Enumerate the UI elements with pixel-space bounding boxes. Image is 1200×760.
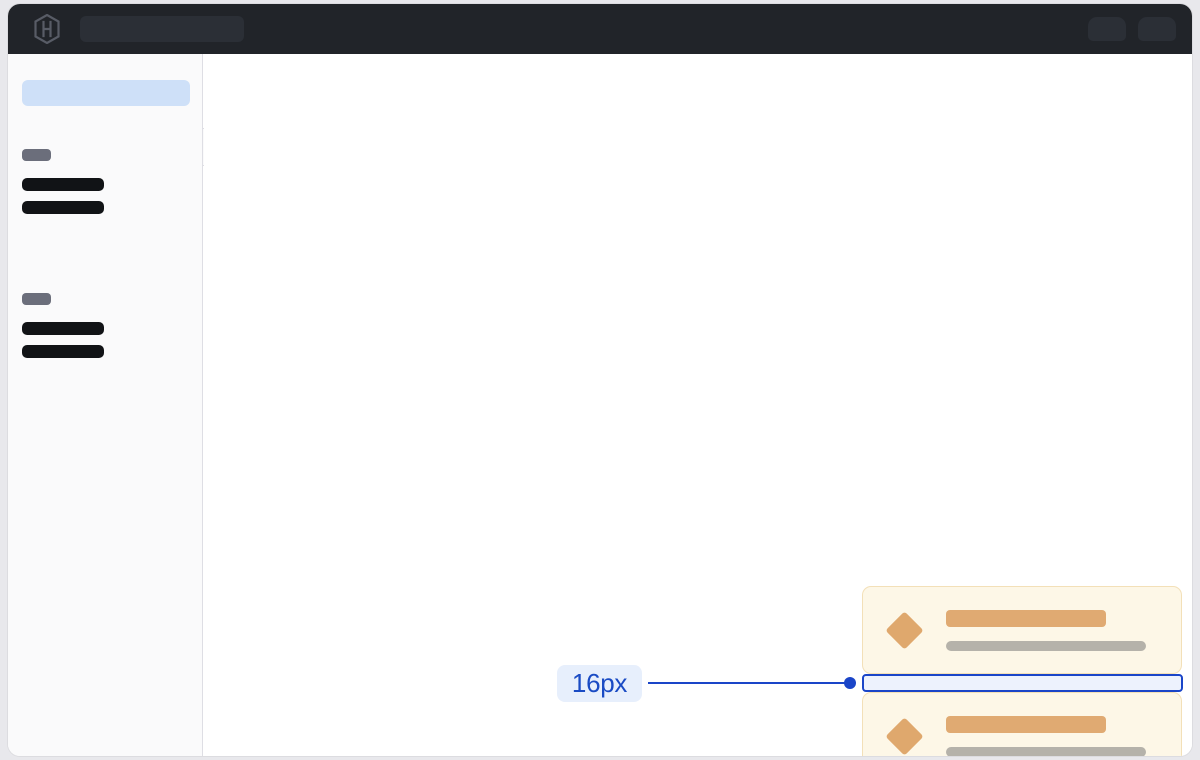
- account-menu-placeholder-icon[interactable]: [1138, 17, 1176, 41]
- sidebar-group-1: [22, 149, 104, 214]
- sidebar: [8, 54, 203, 756]
- user-avatar-placeholder-icon[interactable]: [1088, 17, 1126, 41]
- info-card-top[interactable]: [862, 586, 1182, 674]
- diamond-icon: [885, 716, 924, 756]
- sidebar-item-2-2[interactable]: [22, 345, 104, 358]
- card-secondary-label: [946, 640, 1146, 651]
- info-card-bottom[interactable]: [862, 692, 1182, 756]
- spacing-measurement-box: [862, 674, 1183, 692]
- card-primary-label: [946, 715, 1106, 733]
- sidebar-item-2-1[interactable]: [22, 322, 104, 335]
- content-area: 16px: [8, 54, 1192, 756]
- sidebar-group-label: [22, 293, 51, 305]
- top-bar: [8, 4, 1192, 54]
- sidebar-group-2: [22, 293, 104, 358]
- sidebar-item-1-2[interactable]: [22, 201, 104, 214]
- sidebar-group-label: [22, 149, 51, 161]
- measurement-leader-line: [648, 682, 852, 684]
- spacing-value-badge: 16px: [557, 665, 642, 702]
- diamond-icon: [885, 610, 924, 650]
- app-window: 16px: [8, 4, 1192, 756]
- measurement-anchor-dot-icon: [844, 677, 856, 689]
- card-text-block: [946, 609, 1146, 651]
- card-text-block: [946, 715, 1146, 756]
- sidebar-item-1-1[interactable]: [22, 178, 104, 191]
- hexagon-h-logo-icon[interactable]: [34, 14, 60, 44]
- sidebar-active-item[interactable]: [22, 80, 190, 106]
- global-search-input[interactable]: [80, 16, 244, 42]
- card-secondary-label: [946, 746, 1146, 756]
- card-primary-label: [946, 609, 1106, 627]
